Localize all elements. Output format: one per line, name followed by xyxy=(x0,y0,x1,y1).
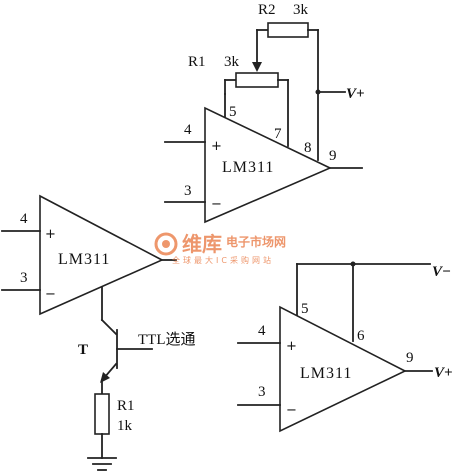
transistor-t: T TTL选通 xyxy=(78,286,196,395)
opamp-top-pin-9: 9 xyxy=(329,148,337,164)
pot-r1-body xyxy=(235,72,279,88)
r1-bottom-value: 1k xyxy=(117,418,133,434)
r1-bottom-body xyxy=(94,393,110,435)
supply-top-label: V+ xyxy=(346,86,365,102)
watermark: 维库 电子市场网 全球最大IC采购网站 xyxy=(154,232,286,265)
r2-body xyxy=(267,22,309,38)
r1-top-value: 3k xyxy=(224,54,240,70)
opamp-right-pin-9: 9 xyxy=(406,350,414,366)
opamp-right-body xyxy=(279,305,407,433)
opamp-left-pin-4: 4 xyxy=(20,211,28,227)
supply-right-out-label: V+ xyxy=(434,365,453,381)
opamp-right-chip-label: LM311 xyxy=(300,365,352,382)
opamp-left-chip-label: LM311 xyxy=(58,251,110,268)
resistor-r2: R2 3k xyxy=(256,2,319,38)
opamp-top-plus: + xyxy=(211,139,222,154)
watermark-brand: 维库 xyxy=(182,232,222,256)
resistor-r1-bottom: R1 1k xyxy=(94,393,135,459)
opamp-top-pin-7: 7 xyxy=(274,126,282,142)
opamp-top-pin-3: 3 xyxy=(184,183,192,199)
opamp-right-pin-5: 5 xyxy=(301,301,309,317)
opamp-top-minus: − xyxy=(211,197,222,212)
watermark-sub: 电子市场网 xyxy=(226,234,286,249)
transistor-name: T xyxy=(78,342,88,358)
opamp-left-body xyxy=(39,194,164,316)
opamp-left-minus: − xyxy=(45,287,56,302)
r2-name: R2 xyxy=(258,2,276,18)
supply-top: V+ xyxy=(315,86,365,102)
opamp-left-pin-3: 3 xyxy=(20,270,28,286)
r1-top-name: R1 xyxy=(188,54,206,70)
supply-right-top-label: V− xyxy=(432,264,451,280)
opamp-left-plus: + xyxy=(45,227,56,242)
r1-bottom-name: R1 xyxy=(117,398,135,414)
opamp-top-pin-5: 5 xyxy=(229,104,237,120)
opamp-right-pin-4: 4 xyxy=(258,323,266,339)
opamp-top-pin-8: 8 xyxy=(304,140,312,156)
opamp-right-minus: − xyxy=(286,403,297,418)
ground-symbol xyxy=(87,457,117,471)
watermark-logo-icon xyxy=(154,232,178,256)
opamp-top-chip-label: LM311 xyxy=(222,159,274,176)
opamp-top-pin-4: 4 xyxy=(184,122,192,138)
opamp-right-plus: + xyxy=(286,339,297,354)
opamp-right: LM311 + − 4 3 5 6 V− 9 V+ xyxy=(237,261,453,433)
pot-r1-top: R1 3k xyxy=(188,29,289,95)
opamp-top-body xyxy=(204,106,332,224)
ttl-label: TTL选通 xyxy=(138,331,196,348)
opamp-top: LM311 + − 4 3 9 5 7 8 xyxy=(164,29,363,224)
watermark-tagline: 全球最大IC采购网站 xyxy=(172,255,274,265)
opamp-right-pin-3: 3 xyxy=(258,384,266,400)
opamp-left: LM311 + − 4 3 xyxy=(1,194,177,316)
opamp-right-pin-6: 6 xyxy=(357,328,365,344)
r2-value: 3k xyxy=(293,2,309,18)
pot-wiper-arrow xyxy=(252,62,262,72)
